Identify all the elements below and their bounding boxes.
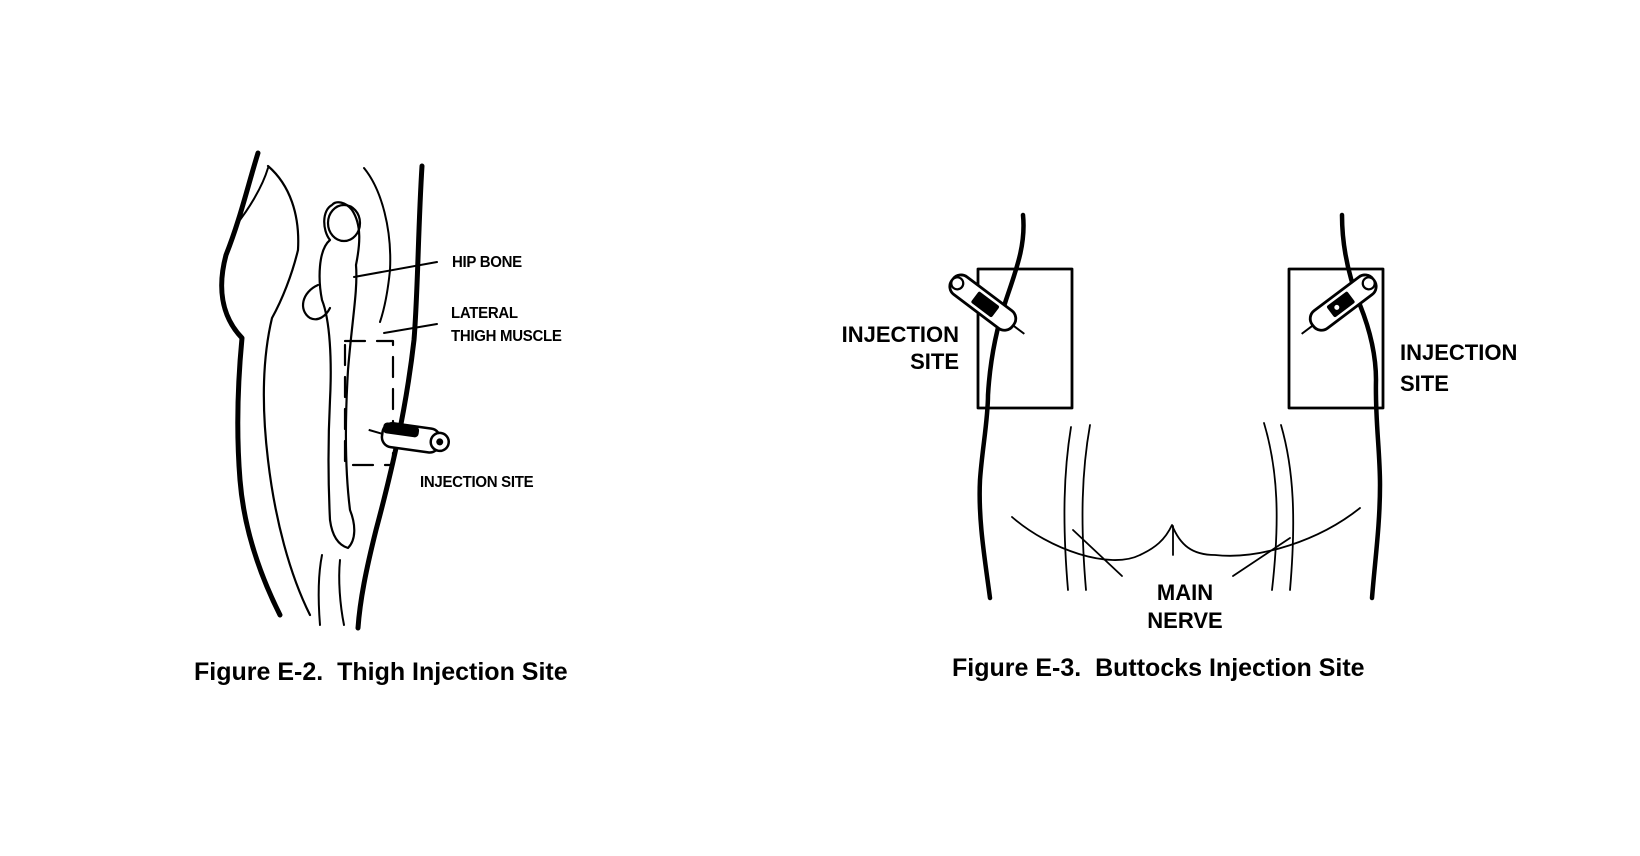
nerve-leader-left [1072, 529, 1123, 577]
lateral-label-line2: THIGH MUSCLE [451, 327, 562, 346]
buttock-contour [262, 164, 312, 617]
lateral-label-line1: LATERAL [451, 304, 518, 323]
thigh-figure: HIP BONE LATERAL THIGH MUSCLE INJECTION … [194, 150, 568, 686]
thigh-figure-caption: Figure E-2. Thigh Injection Site [194, 658, 568, 686]
thigh-autoinjector [368, 421, 450, 454]
leg-inner-right-line [363, 167, 392, 323]
buttocks-figure: INJECTION SITE INJECTION SITE MAIN NERVE… [820, 0, 1640, 856]
buttocks-diagram [948, 212, 1385, 601]
hip-bone-label: HIP BONE [452, 253, 522, 272]
left-injection-zone [976, 267, 1074, 410]
buttock-cusp [235, 167, 269, 226]
right-injection-site-label-line2: SITE [1400, 371, 1449, 396]
hip-knob [301, 283, 332, 321]
right-inner-line-2 [1280, 424, 1295, 591]
left-inner-line-2 [1081, 424, 1091, 591]
nerve-leader-right [1232, 537, 1291, 577]
lower-leg-line-2 [338, 559, 345, 626]
right-inner-line-1 [1263, 422, 1278, 591]
main-nerve-label-line1: MAIN [1156, 580, 1214, 605]
left-injection-site-label-line1: INJECTION [841, 322, 959, 347]
left-autoinjector [948, 273, 1025, 335]
hip-bone-leader [353, 261, 438, 278]
right-injection-site-label-line1: INJECTION [1400, 340, 1518, 365]
right-autoinjector [1301, 273, 1378, 335]
femur-bone [318, 201, 361, 550]
hip-ball [326, 203, 362, 243]
thigh-diagram [219, 150, 450, 631]
lateral-muscle-leader [383, 323, 438, 334]
main-nerve-label-line2: NERVE [1147, 608, 1223, 633]
right-injection-zone [1287, 267, 1385, 410]
leg-outer-right-contour [355, 163, 425, 631]
left-injection-site-label-line2: SITE [910, 349, 959, 374]
thigh-injection-zone [343, 339, 395, 467]
right-body-contour [1339, 212, 1383, 601]
lower-leg-line-1 [317, 554, 323, 626]
thigh-injection-site-label: INJECTION SITE [420, 473, 534, 492]
buttocks-curve [1011, 507, 1361, 561]
left-inner-line-1 [1063, 426, 1072, 591]
buttocks-figure-caption: Figure E-3. Buttocks Injection Site [952, 654, 1365, 682]
leg-outer-left-contour [219, 150, 283, 618]
left-body-contour [977, 212, 1026, 601]
